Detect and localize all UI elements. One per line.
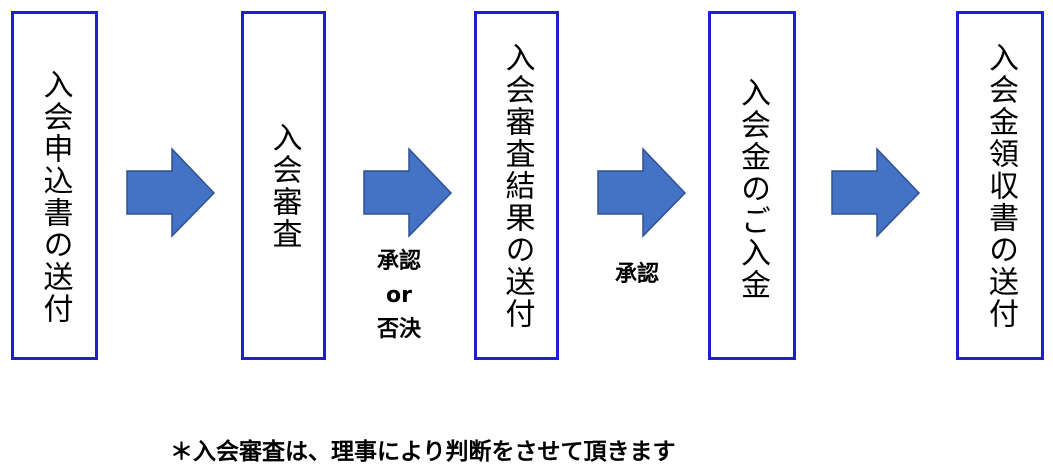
step-label: 入会金のご入金 bbox=[735, 77, 770, 301]
step-label: 入会審査 bbox=[266, 122, 302, 250]
step-review-result-sending: 入会審査結果の送付 bbox=[474, 11, 559, 360]
right-arrow-icon bbox=[831, 147, 921, 238]
label-line-approve: 承認 bbox=[376, 249, 421, 274]
step-application-sending: 入会申込書の送付 bbox=[11, 11, 98, 360]
right-arrow-icon bbox=[597, 147, 687, 238]
footnote: ＊入会審査は、理事により判断をさせて頂きます bbox=[170, 439, 676, 465]
step-label: 入会審査結果の送付 bbox=[499, 42, 535, 330]
right-arrow-icon bbox=[363, 147, 453, 238]
label-line-or: or bbox=[386, 283, 412, 308]
step-fee-payment: 入会金のご入金 bbox=[708, 11, 796, 360]
arrow-label-approve: 承認 bbox=[614, 262, 659, 287]
step-label: 入会金領収書の送付 bbox=[983, 42, 1018, 330]
step-membership-review: 入会審査 bbox=[241, 11, 326, 360]
step-label: 入会申込書の送付 bbox=[37, 69, 73, 325]
arrow-label-approve-or-reject: 承認 or 否決 bbox=[363, 245, 435, 347]
right-arrow-icon bbox=[126, 147, 216, 238]
step-receipt-sending: 入会金領収書の送付 bbox=[956, 11, 1044, 360]
label-line-reject: 否決 bbox=[376, 317, 421, 342]
